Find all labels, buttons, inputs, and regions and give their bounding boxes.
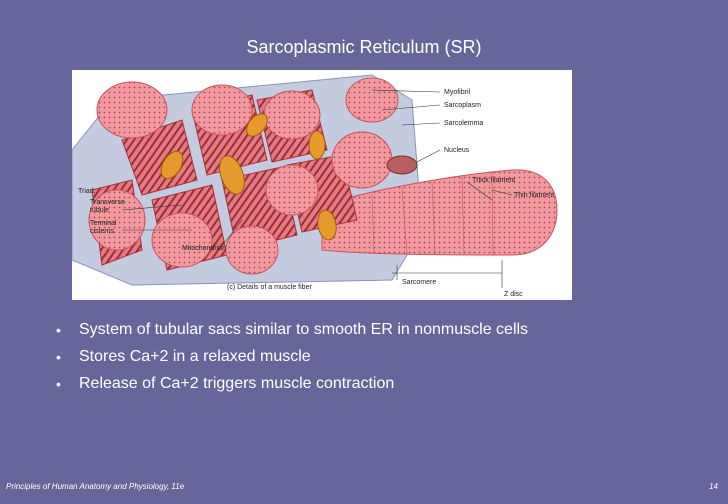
label-z-disc: Z disc — [504, 291, 523, 298]
footer-citation: Principles of Human Anatomy and Physiolo… — [6, 482, 185, 491]
muscle-fiber-drawing: Myofibril Sarcoplasm Sarcolemma Nucleus … — [72, 74, 558, 298]
bullet-glyph: • — [56, 349, 61, 365]
label-sarcolemma: Sarcolemma — [444, 120, 483, 127]
label-transverse: Transverse — [90, 199, 125, 206]
label-triad: Triad: — [78, 188, 96, 195]
bullet-item: • Stores Ca+2 in a relaxed muscle — [52, 347, 528, 374]
bullet-text: System of tubular sacs similar to smooth… — [79, 321, 529, 338]
label-mitochondrion: Mitochondrion — [182, 245, 226, 252]
bullet-text: Stores Ca+2 in a relaxed muscle — [79, 348, 311, 365]
bullet-item: • System of tubular sacs similar to smoot… — [52, 320, 528, 347]
bullet-glyph: • — [56, 322, 61, 338]
label-nucleus: Nucleus — [444, 147, 470, 154]
label-cisterns: cisterns — [90, 228, 115, 235]
page-number: 14 — [709, 482, 718, 491]
label-terminal: Terminal — [90, 220, 117, 227]
label-thin-filament: Thin filament — [514, 192, 554, 199]
bullet-item: • Release of Ca+2 triggers muscle contrac… — [52, 374, 528, 401]
label-tubule: tubule — [90, 207, 109, 214]
figure-caption: (c) Details of a muscle fiber — [227, 284, 312, 291]
bullet-text: Release of Ca+2 triggers muscle contract… — [79, 375, 395, 392]
bullet-list: • System of tubular sacs similar to smoot… — [52, 320, 528, 401]
extended-myofibril — [321, 169, 558, 256]
bullet-glyph: • — [56, 376, 61, 392]
label-myofibril: Myofibril — [444, 89, 471, 96]
muscle-fiber-illustration: Myofibril Sarcoplasm Sarcolemma Nucleus … — [72, 70, 572, 300]
label-sarcoplasm: Sarcoplasm — [444, 102, 481, 109]
slide-title: Sarcoplasmic Reticulum (SR) — [246, 37, 482, 57]
label-thick-filament: Thick filament — [472, 177, 515, 184]
label-sarcomere: Sarcomere — [402, 279, 436, 286]
